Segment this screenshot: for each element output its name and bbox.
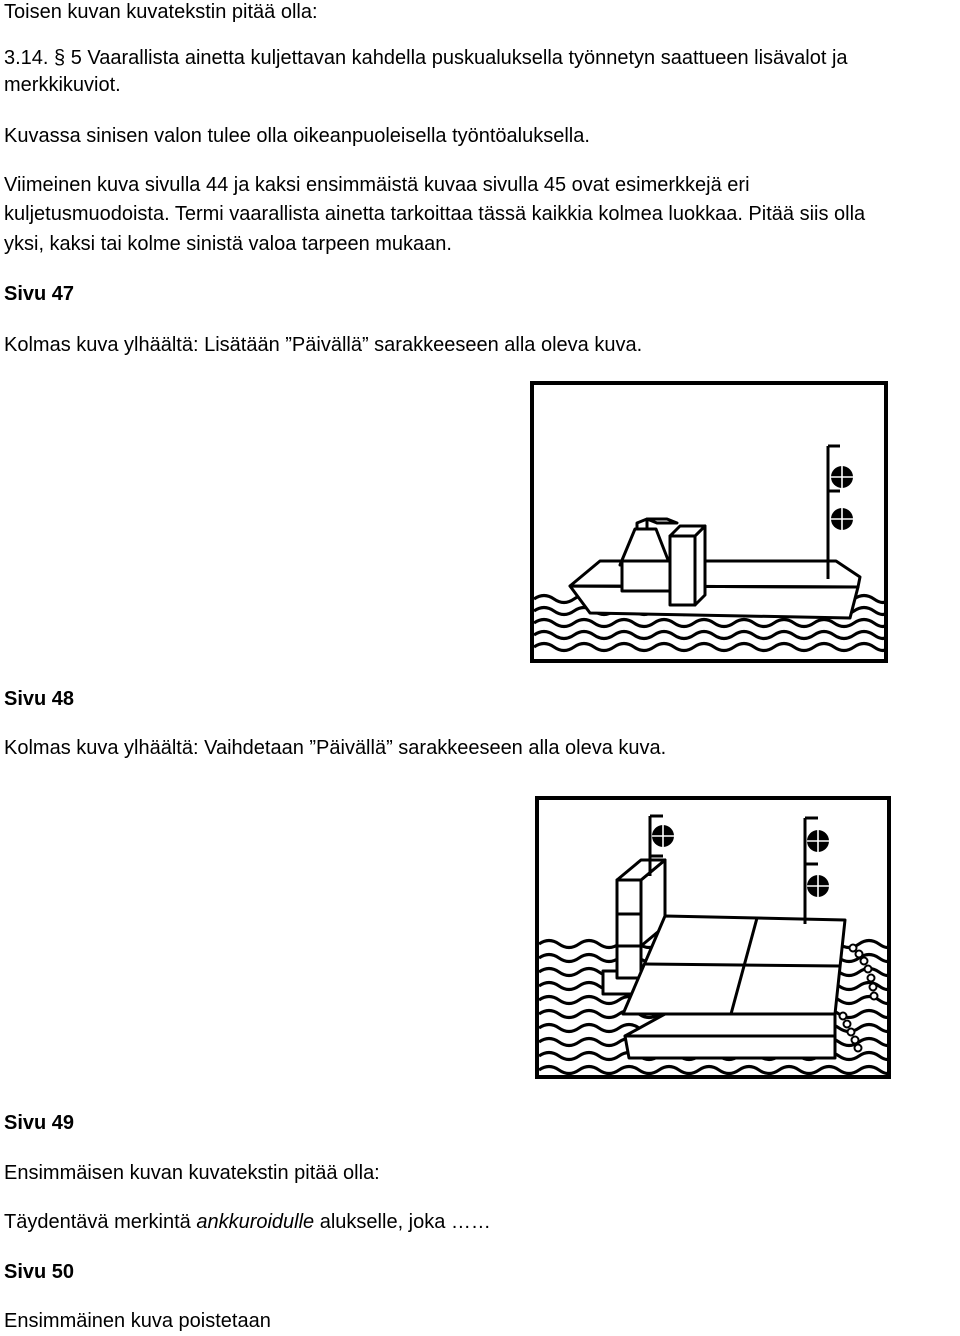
ball-signal-icon xyxy=(648,814,829,924)
page-49-caption: Täydentävä merkintä ankkuroidulle alukse… xyxy=(4,1207,491,1237)
anchor-chain xyxy=(838,943,879,1053)
page-47-instruction: Kolmas kuva ylhäältä: Lisätään ”Päivällä… xyxy=(4,334,643,356)
page-49-instruction: Ensimmäisen kuvan kuvatekstin pitää olla… xyxy=(4,1162,380,1184)
heading-page-47: Sivu 47 xyxy=(4,283,75,305)
heading-page-48: Sivu 48 xyxy=(4,688,75,710)
barge-deck xyxy=(621,914,847,1060)
examples-note-2: kuljetusmuodoista. Termi vaarallista ain… xyxy=(4,203,866,225)
section-number: 3.14. xyxy=(4,47,49,69)
examples-note-1: Viimeinen kuva sivulla 44 ja kaksi ensim… xyxy=(4,174,750,196)
heading-page-49: Sivu 49 xyxy=(4,1112,75,1134)
ship-hull xyxy=(568,559,862,620)
page-48-instruction: Kolmas kuva ylhäältä: Vaihdetaan ”Päiväl… xyxy=(4,737,667,759)
barge-icon xyxy=(535,796,891,1079)
caption-text-end: alukselle, joka …… xyxy=(314,1211,491,1233)
blue-light-note: Kuvassa sinisen valon tulee olla oikeanp… xyxy=(4,125,590,147)
ship-superstructure xyxy=(618,517,707,607)
section-text-cont: merkkikuviot. xyxy=(4,74,121,96)
ball-signal-icon xyxy=(826,444,853,579)
figure-tanker-ball-signals xyxy=(530,381,888,663)
caption-emphasis: ankkuroidulle xyxy=(196,1211,315,1233)
section-sign: § xyxy=(54,47,66,69)
section-text: 5 Vaarallista ainetta kuljettavan kahdel… xyxy=(65,47,848,69)
section-3-14-line: 3.14. § 5 Vaarallista ainetta kuljettava… xyxy=(4,43,848,73)
figure-barge-ball-signals xyxy=(535,796,891,1079)
examples-note-3: yksi, kaksi tai kolme sinistä valoa tarp… xyxy=(4,233,452,255)
ship-icon xyxy=(530,381,888,663)
caption-intro: Toisen kuvan kuvatekstin pitää olla: xyxy=(4,1,318,23)
page-50-instruction: Ensimmäinen kuva poistetaan xyxy=(4,1310,271,1332)
heading-page-50: Sivu 50 xyxy=(4,1261,75,1283)
caption-text-start: Täydentävä merkintä xyxy=(4,1211,197,1233)
